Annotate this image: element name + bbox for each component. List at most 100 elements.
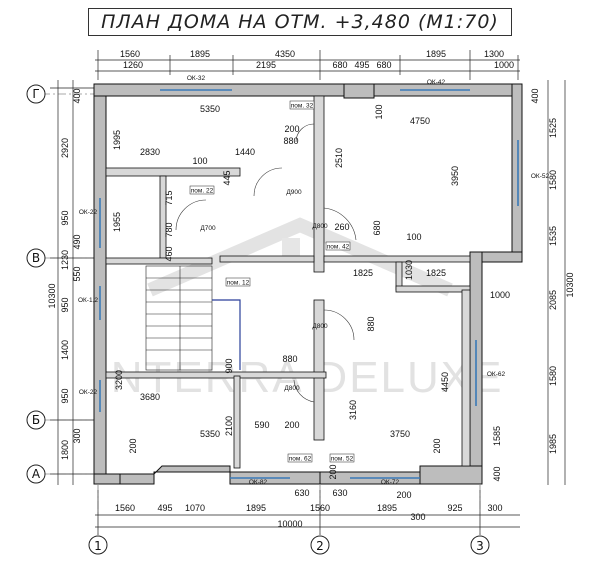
dim-int-680: 680 [372,220,382,235]
dim-int-1825a: 1825 [353,268,373,278]
dim-int-4450: 4450 [440,372,450,392]
dim-left-2920: 2920 [60,138,70,158]
dims-bottom: 1560 495 1070 1895 1560 1895 925 300 300… [115,488,503,529]
dim-int-1030: 1030 [404,260,414,280]
dim-left-950a: 950 [60,210,70,225]
window-label-ok62: ОК-62 [487,371,506,378]
dim-left-950c: 950 [60,388,70,403]
dim-int-3160: 3160 [348,400,358,420]
window-label-ok22b: ОК-22 [79,389,98,396]
axis-1-label: 1 [94,539,102,553]
dim-bot-1895b: 1895 [377,503,397,513]
door-label-d800b: Д800 [312,323,328,330]
exterior-walls [93,83,523,485]
dim-bot-10000: 10000 [277,519,302,529]
annotations: пом. 32 пом. 22 пом. 42 пом. 12 пом. 62 … [78,75,550,486]
door-swings [175,123,357,403]
dim-bot-630b: 630 [332,488,347,498]
dim-left-950b: 950 [60,297,70,312]
dim-int-1440: 1440 [235,147,255,157]
dim-top-2195: 2195 [256,60,276,70]
dim-int-3750: 3750 [390,429,410,439]
dim-top-680a: 680 [332,60,347,70]
dim-int-200b: 200 [284,420,299,430]
window-label-ok32: ОК-32 [187,75,206,82]
dim-bot-1560a: 1560 [115,503,135,513]
room-label-52: пом. 52 [331,456,354,463]
dim-bot-300b: 300 [487,503,502,513]
room-label-12: пом. 12 [227,280,250,287]
dimension-lines [50,50,566,535]
dim-int-900: 900 [224,358,234,373]
dim-int-1955: 1955 [112,212,122,232]
room-label-42: пом. 42 [327,244,350,251]
axis-b-label: Б [32,413,40,427]
dim-left-1800: 1800 [60,440,70,460]
dim-bot-495: 495 [157,503,172,513]
dim-int-5350b: 5350 [200,429,220,439]
dim-bot-630a: 630 [294,488,309,498]
dim-int-880c: 880 [282,354,297,364]
dim-top-1560: 1560 [120,49,140,59]
dim-int-3950: 3950 [450,166,460,186]
dims-right: 400 1525 1580 1535 2085 1580 1585 1985 4… [492,88,575,481]
staircase [145,265,241,371]
dim-right-1580b: 1580 [548,366,558,386]
dims-top: 1560 1895 4350 1895 1300 1260 2195 680 4… [120,49,514,70]
dim-left-490: 490 [72,234,82,249]
axis-v-label: В [32,251,40,265]
interior-walls [105,95,471,469]
dim-left-1400: 1400 [60,340,70,360]
axis-a-label: А [32,467,41,481]
dim-top-1000: 1000 [494,60,514,70]
door-label-d800a: Д800 [312,223,328,230]
dim-right-400a: 400 [530,88,540,103]
door-label-d800c: Д800 [284,385,300,392]
dim-top-1895b: 1895 [426,49,446,59]
dim-int-880b: 880 [366,316,376,331]
plan-title-text: ПЛАН ДОМА НА ОТМ. +3,480 (М1:70) [88,8,512,36]
dim-top-4350: 4350 [275,49,295,59]
dim-right-400b: 400 [492,466,502,481]
dim-top-495: 495 [354,60,369,70]
dim-right-1535: 1535 [548,226,558,246]
window-label-ok12: ОК-1,2 [78,297,98,304]
axis-lines [42,93,481,535]
dim-right-1585: 1585 [492,426,502,446]
dim-right-1525: 1525 [548,118,558,138]
dim-int-445: 445 [222,170,232,185]
window-label-ok72: ОК-72 [381,479,400,486]
dim-right-total: 10300 [565,272,575,297]
dim-int-2510: 2510 [334,148,344,168]
dim-int-1995: 1995 [112,130,122,150]
dim-top-1300: 1300 [484,49,504,59]
dim-int-2100: 2100 [224,416,234,436]
dim-int-100c: 100 [406,232,421,242]
dim-int-2830: 2830 [140,147,160,157]
dim-left-1230: 1230 [60,250,70,270]
dim-bot-925: 925 [447,503,462,513]
dim-bot-300a: 300 [410,512,425,522]
dim-int-200d: 200 [432,438,442,453]
dim-int-590: 590 [254,420,269,430]
dim-int-880a: 880 [283,136,298,146]
dim-int-1000: 1000 [490,290,510,300]
dim-left-550: 550 [72,266,82,281]
dim-int-100b: 100 [374,104,384,119]
dim-left-400: 400 [72,88,82,103]
dims-interior: 5350 4750 1995 2830 1440 200 880 100 100… [112,104,510,480]
dim-left-300: 300 [72,428,82,443]
dim-right-1985: 1985 [548,434,558,454]
dim-right-1580a: 1580 [548,170,558,190]
axis-g-label: Г [32,87,39,101]
room-label-22: пом. 22 [191,188,214,195]
dim-int-100a: 100 [192,156,207,166]
dim-int-3200: 3200 [114,370,124,390]
window-label-ok52: ОК-52 [531,173,550,180]
room-label-62: пом. 62 [289,456,312,463]
dim-top-1260: 1260 [123,60,143,70]
dim-int-200e: 200 [328,464,338,479]
dim-int-260: 260 [334,222,349,232]
dim-int-1825b: 1825 [426,268,446,278]
